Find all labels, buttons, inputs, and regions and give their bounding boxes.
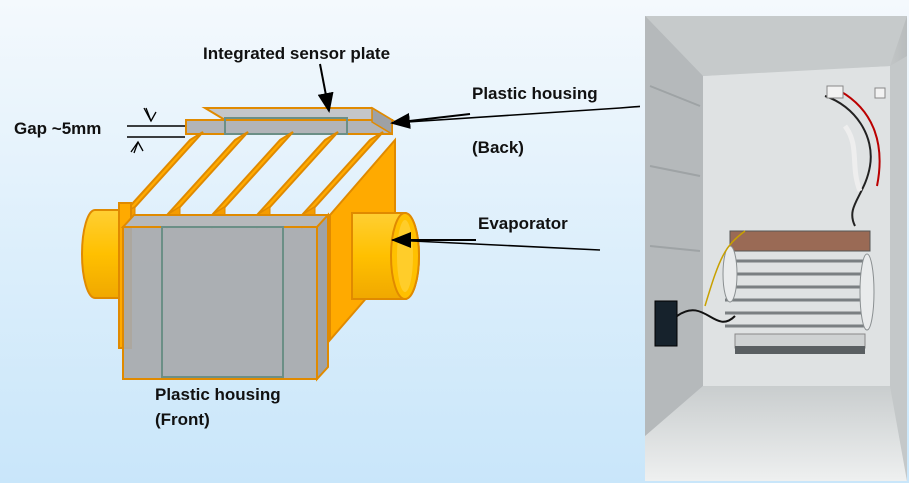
label-gap: Gap ~5mm [14,119,102,138]
label-evaporator: Evaporator [478,214,568,233]
label-integrated-sensor-plate: Integrated sensor plate [203,44,391,63]
fridge-photo-illustration [645,16,907,481]
label-plastic-housing-front: Plastic housing [155,385,281,404]
right-pipe [351,212,420,300]
fridge-interior-photo [645,16,907,481]
fin-5 [121,131,204,216]
label-back: (Back) [472,138,524,157]
fin-3 [211,131,294,216]
fin-4 [166,131,249,216]
gap-indicator [127,107,185,154]
arrow-long-back-housing [391,105,640,124]
back-plastic-housing [185,106,396,136]
arrow-long-evaporator [391,239,601,251]
fin-2 [256,131,339,216]
arrow-sensor-plate [317,63,334,113]
evaporator-sensor-diagram [81,63,640,382]
label-front: (Front) [155,410,210,429]
front-plastic-housing [120,212,331,382]
label-plastic-housing-back: Plastic housing [472,84,598,103]
